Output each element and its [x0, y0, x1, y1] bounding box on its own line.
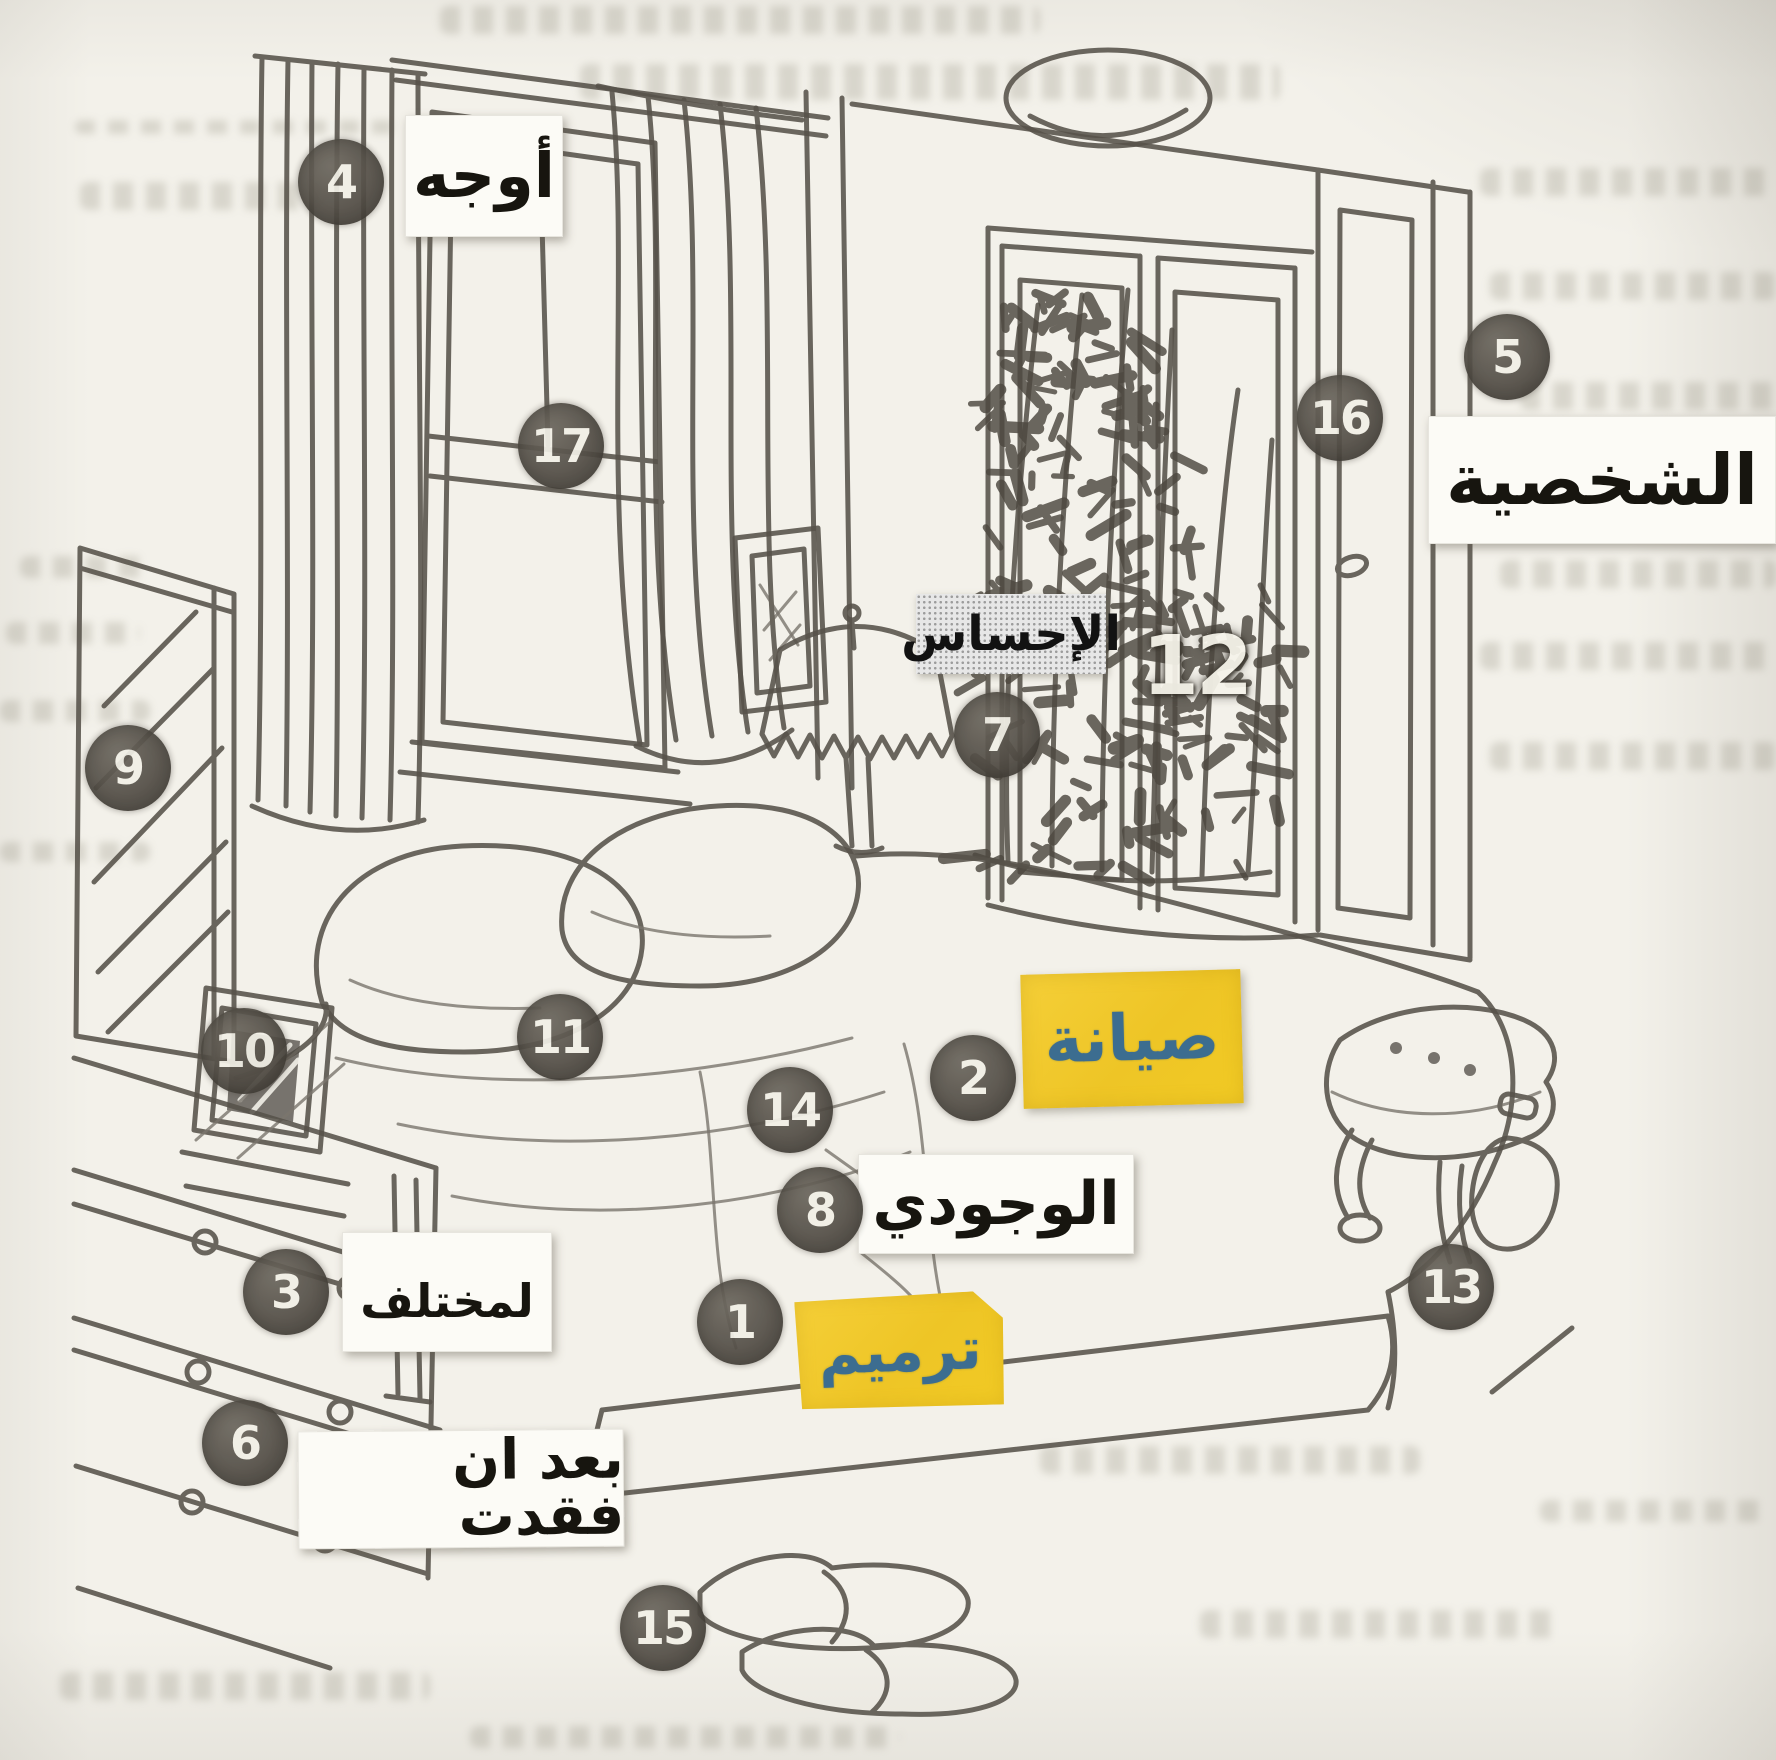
sticker-shakhsiyyah: الشخصية [1428, 416, 1776, 544]
callout-2-number: 2 [957, 1051, 990, 1105]
slippers [697, 1553, 1019, 1717]
framed-picture [732, 525, 829, 715]
callout-10-number: 10 [213, 1024, 276, 1078]
callout-16-number: 16 [1309, 391, 1372, 445]
sticker-siyanah: صيانة [1020, 969, 1244, 1109]
ceiling-light [1003, 47, 1213, 149]
callout-11: 11 [517, 994, 603, 1080]
callout-3: 3 [243, 1249, 329, 1335]
callout-14: 14 [747, 1067, 833, 1153]
hand-bag [1324, 1004, 1575, 1395]
callout-17-number: 17 [530, 419, 593, 473]
callout-12-number: 12 [1141, 618, 1253, 714]
callout-17: 17 [518, 403, 604, 489]
wall-mirror [73, 545, 237, 1065]
callout-4: 4 [298, 139, 384, 225]
callout-6-number: 6 [229, 1416, 262, 1470]
sticker-mukhtalaf-text: لمختلف [360, 1274, 534, 1328]
sticker-wujudi: الوجودي [858, 1154, 1134, 1254]
sticker-tarmim: ترميم [794, 1290, 1006, 1411]
callout-16: 16 [1297, 375, 1383, 461]
callout-7: 7 [954, 692, 1040, 778]
callout-9-number: 9 [112, 741, 145, 795]
callout-1-number: 1 [724, 1295, 757, 1349]
sticker-wujudi-text: الوجودي [872, 1169, 1120, 1239]
callout-3-number: 3 [270, 1265, 303, 1319]
callout-13: 13 [1408, 1244, 1494, 1330]
chest-of-drawers [71, 1055, 451, 1671]
callout-10: 10 [201, 1008, 287, 1094]
callout-4-number: 4 [325, 155, 358, 209]
sticker-baad-an-faqadat-text: بعد ان فقدت [451, 1426, 625, 1550]
callout-7-number: 7 [981, 708, 1014, 762]
right-curtain [595, 83, 805, 766]
callout-8-number: 8 [804, 1183, 837, 1237]
sticker-mukhtalaf: لمختلف [342, 1232, 552, 1352]
callout-14-number: 14 [759, 1083, 822, 1137]
sticker-shakhsiyyah-text: الشخصية [1446, 439, 1758, 521]
callout-6: 6 [202, 1400, 288, 1486]
callout-8: 8 [777, 1167, 863, 1253]
wall-corner [803, 89, 855, 791]
callout-15-number: 15 [632, 1601, 695, 1655]
sticker-awjuh: أوجه [405, 115, 563, 237]
callout-5: 5 [1464, 314, 1550, 400]
sticker-tarmim-text: ترميم [817, 1314, 983, 1388]
callout-15: 15 [620, 1585, 706, 1671]
callout-12: 12 [1130, 608, 1262, 724]
sticker-siyanah-text: صيانة [1043, 999, 1221, 1079]
callout-2: 2 [930, 1035, 1016, 1121]
callout-13-number: 13 [1420, 1260, 1483, 1314]
callout-9: 9 [85, 725, 171, 811]
sticker-baad-an-faqadat: بعد ان فقدت [297, 1426, 625, 1550]
sticker-ihsas-text: الإحساس [901, 606, 1121, 662]
callout-11-number: 11 [529, 1010, 592, 1064]
sticker-ihsas: الإحساس [901, 594, 1121, 674]
callout-1: 1 [697, 1279, 783, 1365]
callout-5-number: 5 [1491, 330, 1524, 384]
sticker-awjuh-text: أوجه [412, 139, 556, 212]
